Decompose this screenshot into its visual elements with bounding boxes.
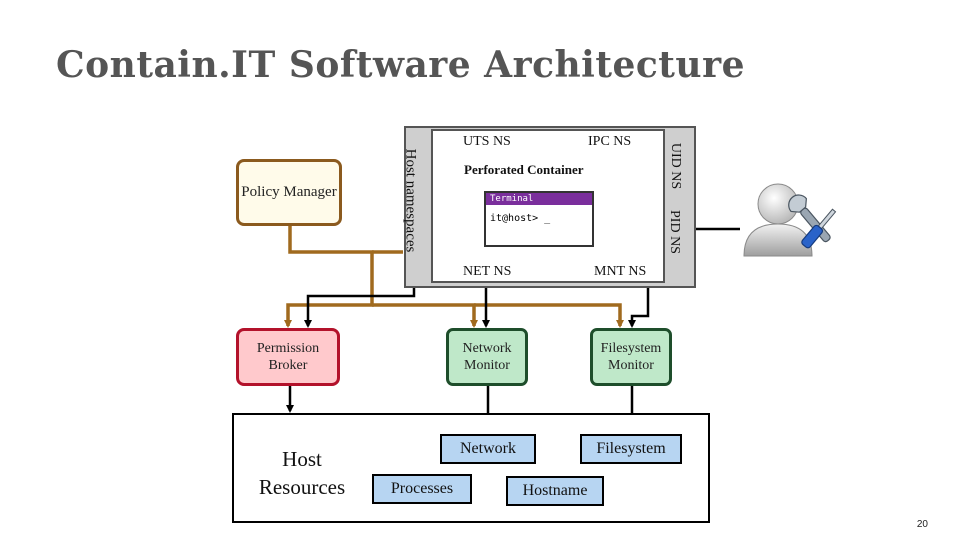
slide-title: Contain.IT Software Architecture [56,44,745,86]
filesystem-monitor-box: Filesystem Monitor [590,328,672,386]
admin-user-wrench-icon [743,183,837,257]
host-resources-label: Host Resources [258,447,346,500]
host-resources-frame [232,413,710,523]
ipc-ns-label: IPC NS [588,134,632,149]
permission-broker-box: Permission Broker [236,328,340,386]
terminal-title-bar: Terminal [486,193,592,205]
hostname-resource: Hostname [506,476,604,506]
terminal-window[interactable]: Terminal it@host> _ [484,191,594,247]
terminal-prompt: it@host> _ [490,213,551,224]
policy-manager-box: Policy Manager [236,159,342,226]
host-namespaces-label: Host namespaces [402,148,419,253]
page-number: 20 [916,519,928,530]
pid-ns-label: PID NS [666,210,682,254]
network-resource: Network [440,434,536,464]
processes-resource: Processes [372,474,472,504]
filesystem-resource: Filesystem [580,434,682,464]
uts-ns-label: UTS NS [463,134,511,149]
mnt-ns-label: MNT NS [594,264,647,279]
perforated-container-title: Perforated Container [464,162,584,177]
net-ns-label: NET NS [463,264,512,279]
network-monitor-box: Network Monitor [446,328,528,386]
uid-ns-label: UID NS [668,142,684,190]
policy-connectors [284,226,624,328]
